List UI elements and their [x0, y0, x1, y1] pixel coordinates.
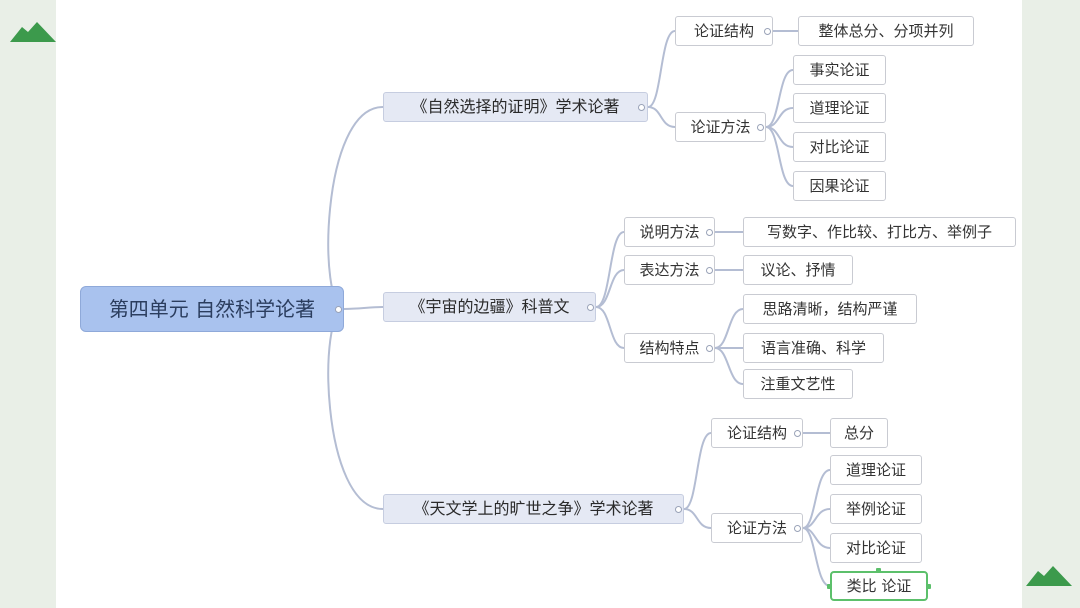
- collapse-toggle-icon[interactable]: [587, 304, 594, 311]
- branch-astronomy-debate[interactable]: 《天文学上的旷世之争》学术论著: [383, 494, 684, 524]
- collapse-toggle-icon[interactable]: [794, 430, 801, 437]
- feature-item-node[interactable]: 语言准确、科学: [743, 333, 884, 363]
- branch-edge-of-universe[interactable]: 《宇宙的边疆》科普文: [383, 292, 596, 322]
- argument-method-node[interactable]: 论证方法: [711, 513, 803, 543]
- structure-detail-node[interactable]: 整体总分、分项并列: [798, 16, 974, 46]
- argument-structure-node[interactable]: 论证结构: [675, 16, 773, 46]
- method-item-node[interactable]: 因果论证: [793, 171, 886, 201]
- method-item-node[interactable]: 道理论证: [830, 455, 922, 485]
- feature-item-node[interactable]: 注重文艺性: [743, 369, 853, 399]
- expression-method-node[interactable]: 表达方法: [624, 255, 715, 285]
- collapse-toggle-icon[interactable]: [794, 525, 801, 532]
- expression-detail-node[interactable]: 议论、抒情: [743, 255, 853, 285]
- structure-feature-node[interactable]: 结构特点: [624, 333, 715, 363]
- method-item-node[interactable]: 对比论证: [793, 132, 886, 162]
- method-item-node[interactable]: 举例论证: [830, 494, 922, 524]
- argument-structure-node[interactable]: 论证结构: [711, 418, 803, 448]
- method-item-node[interactable]: 道理论证: [793, 93, 886, 123]
- collapse-toggle-icon[interactable]: [706, 345, 713, 352]
- collapse-toggle-icon[interactable]: [764, 28, 771, 35]
- feature-item-node[interactable]: 思路清晰，结构严谨: [743, 294, 917, 324]
- selection-handle-left-icon[interactable]: [827, 584, 832, 589]
- method-item-node[interactable]: 对比论证: [830, 533, 922, 563]
- root-topic[interactable]: 第四单元 自然科学论著: [80, 286, 344, 332]
- argument-method-node[interactable]: 论证方法: [675, 112, 766, 142]
- collapse-toggle-icon[interactable]: [638, 104, 645, 111]
- collapse-toggle-icon[interactable]: [706, 267, 713, 274]
- structure-detail-node[interactable]: 总分: [830, 418, 888, 448]
- collapse-toggle-icon[interactable]: [335, 306, 342, 313]
- collapse-toggle-icon[interactable]: [757, 124, 764, 131]
- method-item-node[interactable]: 事实论证: [793, 55, 886, 85]
- explanation-method-node[interactable]: 说明方法: [624, 217, 715, 247]
- collapse-toggle-icon[interactable]: [706, 229, 713, 236]
- selection-handle-top-icon[interactable]: [876, 568, 881, 573]
- collapse-toggle-icon[interactable]: [675, 506, 682, 513]
- explanation-detail-node[interactable]: 写数字、作比较、打比方、举例子: [743, 217, 1016, 247]
- branch-natural-selection[interactable]: 《自然选择的证明》学术论著: [383, 92, 648, 122]
- selection-handle-right-icon[interactable]: [926, 584, 931, 589]
- selected-method-node[interactable]: 类比 论证: [830, 571, 928, 601]
